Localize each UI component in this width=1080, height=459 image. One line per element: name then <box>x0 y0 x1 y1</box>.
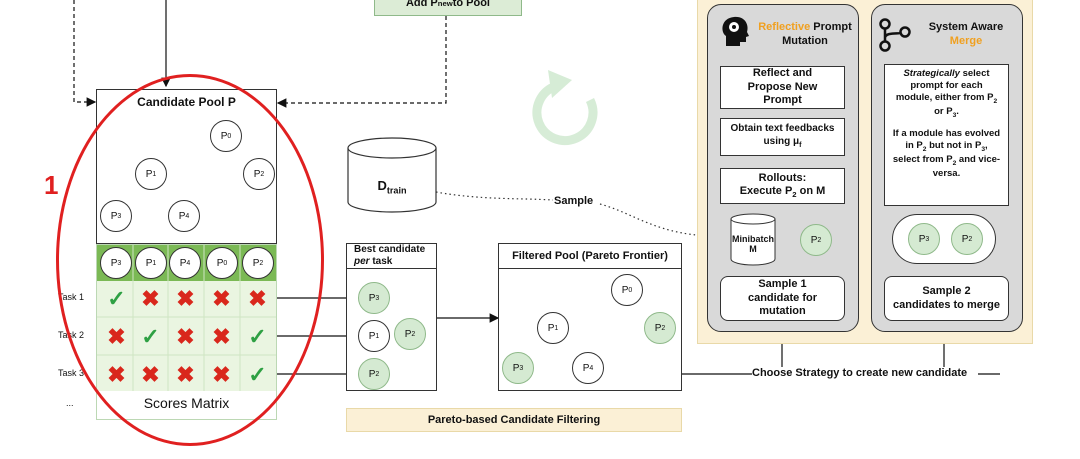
merge-branch-icon <box>879 18 911 52</box>
sample-two-candidates-step: Sample 2 candidates to merge <box>884 276 1009 321</box>
best-candidate-divider <box>346 268 437 269</box>
highlight-ring <box>56 74 324 446</box>
rollouts-step: Rollouts:Execute P2 on M <box>720 168 845 204</box>
head-gear-icon <box>722 16 749 46</box>
merge-description: Strategically select prompt for each mod… <box>884 64 1009 206</box>
pareto-label: Pareto-based Candidate Filtering <box>346 408 682 432</box>
sample-label: Sample <box>554 195 594 207</box>
reflective-title: Reflective Prompt Mutation <box>758 21 852 48</box>
refresh-icon <box>532 70 598 146</box>
sample-one-candidate-step: Sample 1 candidate for mutation <box>720 276 845 321</box>
dtrain-label: Dtrain <box>377 178 407 196</box>
filtered-pool-divider <box>498 268 682 269</box>
strategy-label: Choose Strategy to create new candidate <box>752 367 968 379</box>
task-label-more: ... <box>66 398 74 408</box>
add-suffix: to Pool <box>452 0 490 9</box>
dashed-loop-left <box>73 0 97 107</box>
dotted-sample-curve <box>435 191 741 238</box>
reflect-propose-step: Reflect and Propose New Prompt <box>720 66 845 109</box>
marker-number: 1 <box>44 170 59 200</box>
add-label: Add P <box>405 0 438 9</box>
dashed-add-to-pool <box>276 16 447 108</box>
task-label-3: Task 3 <box>58 368 85 378</box>
minibatch-cylinder <box>730 213 776 266</box>
dtrain-cylinder <box>347 137 437 213</box>
merge-title: System Aware Merge <box>928 21 1004 48</box>
filtered-pool-title: Filtered Pool (Pareto Frontier) <box>512 250 668 262</box>
best-candidate-title: Best candidate per task <box>354 244 426 267</box>
obtain-feedback-step: Obtain text feedbacks using μf <box>720 118 845 156</box>
add-sub: new <box>437 0 453 8</box>
minibatch-label: Minibatch M <box>732 234 774 254</box>
